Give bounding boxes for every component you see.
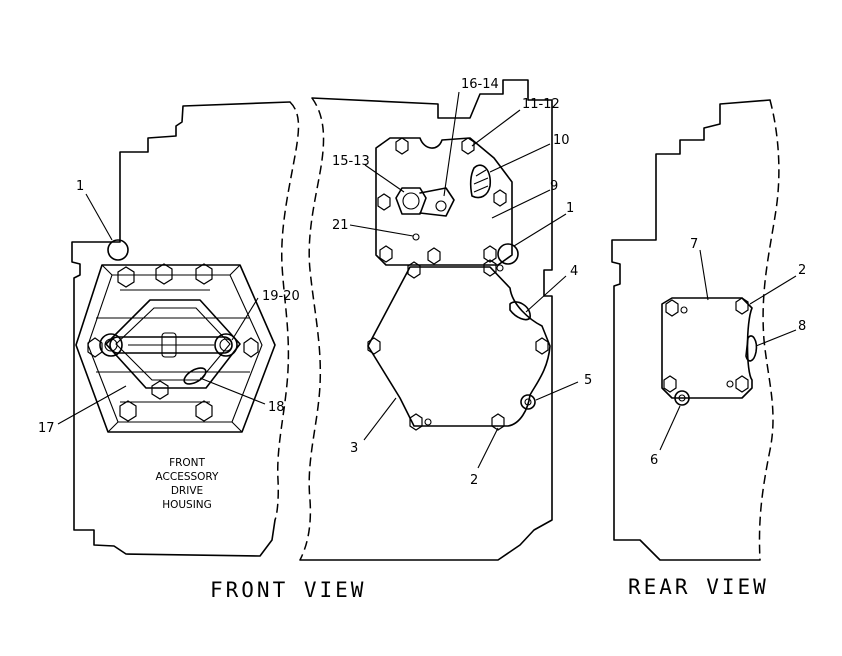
front-view-caption: FRONT VIEW — [210, 578, 366, 602]
o-ring-middle — [497, 243, 519, 265]
housing-label-line-4: HOUSING — [162, 499, 212, 511]
callout-16-14: 16-14 — [461, 77, 499, 92]
callout-1-left: 1 — [76, 179, 84, 194]
housing-label-line-1: FRONT — [169, 457, 205, 469]
front-block-left-outline — [71, 101, 300, 557]
housing-bolts — [87, 263, 259, 422]
leader-lines — [57, 91, 797, 469]
cover-plate — [375, 137, 513, 266]
callout-2-rear: 2 — [798, 263, 806, 278]
callout-18: 18 — [268, 400, 285, 415]
rear-cover-plate — [661, 297, 758, 406]
callout-17: 17 — [38, 421, 55, 436]
callout-9: 9 — [550, 179, 558, 194]
callout-10: 10 — [553, 133, 570, 148]
callout-21: 21 — [332, 218, 349, 233]
housing-label: FRONT ACCESSORY DRIVE HOUSING — [156, 457, 220, 511]
callout-8: 8 — [798, 319, 806, 334]
callout-5: 5 — [584, 373, 592, 388]
callout-2-mid: 2 — [470, 473, 478, 488]
rear-view-caption: REAR VIEW — [628, 575, 769, 599]
front-block-middle-outline — [299, 79, 553, 561]
callout-4: 4 — [570, 264, 578, 279]
callout-15-13: 15-13 — [332, 154, 370, 169]
callout-3: 3 — [350, 441, 358, 456]
callout-1-mid: 1 — [566, 201, 574, 216]
callout-7: 7 — [690, 237, 698, 252]
callout-11-12: 11-12 — [522, 97, 560, 112]
rear-block-outline — [611, 99, 780, 561]
housing-label-line-3: DRIVE — [171, 485, 203, 497]
housing-label-line-2: ACCESSORY — [156, 471, 220, 483]
callout-19-20: 19-20 — [262, 289, 300, 304]
gear-cover — [367, 259, 551, 431]
front-accessory-drive-housing — [75, 263, 276, 433]
o-ring-left — [107, 239, 129, 261]
callout-6: 6 — [650, 453, 658, 468]
callout-labels: 1 19-20 17 18 16-14 11-12 10 15-13 9 1 2… — [38, 77, 806, 488]
